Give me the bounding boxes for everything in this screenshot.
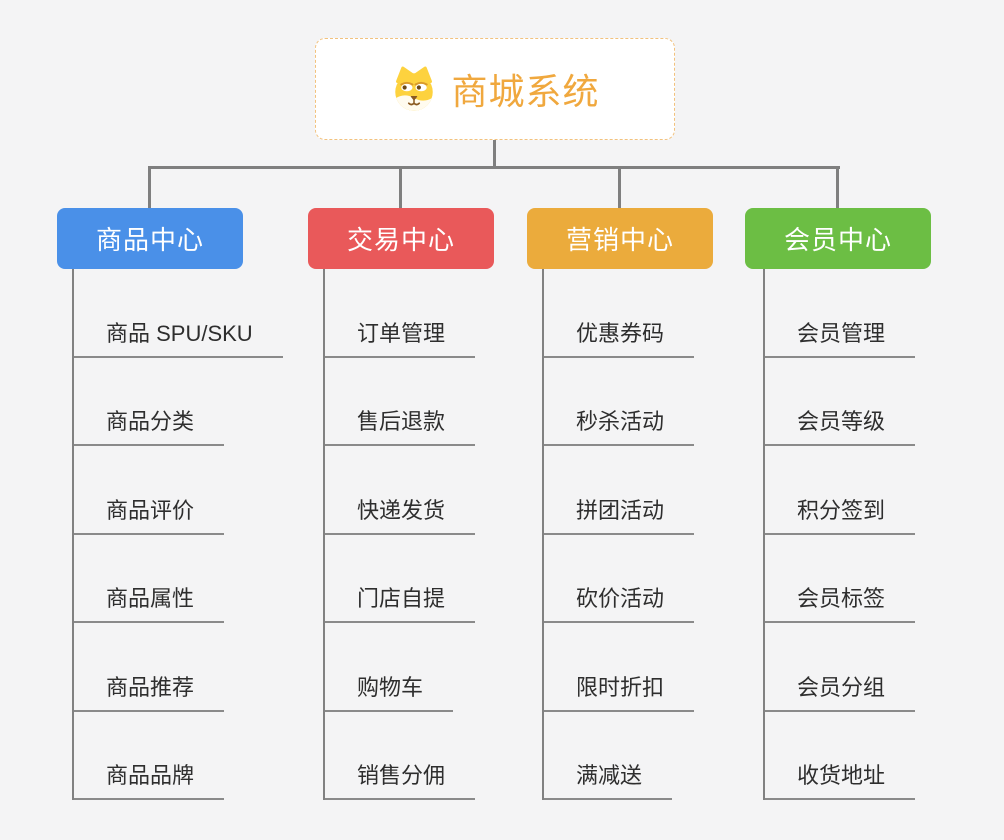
leaf-row: 积分签到 (765, 446, 916, 535)
leaf-item[interactable]: 优惠券码 (544, 316, 695, 358)
leaf-row: 商品 SPU/SKU (74, 269, 283, 358)
leaf-row: 售后退款 (325, 358, 476, 446)
leaf-item[interactable]: 拼团活动 (544, 493, 695, 535)
leaf-row: 商品推荐 (74, 623, 283, 712)
branch-column-trade: 订单管理 售后退款 快递发货 门店自提 购物车 销售分佣 (323, 269, 476, 800)
leaf-row: 快递发货 (325, 446, 476, 535)
leaf-row: 拼团活动 (544, 446, 695, 535)
connector-branch-stub (618, 166, 621, 211)
connector-horizontal (148, 166, 840, 169)
leaf-row: 销售分佣 (325, 712, 476, 800)
leaf-item[interactable]: 商品分类 (74, 404, 225, 446)
leaf-item[interactable]: 满减送 (544, 758, 673, 800)
branch-node-product-center[interactable]: 商品中心 (57, 208, 243, 269)
leaf-row: 购物车 (325, 623, 475, 712)
leaf-row: 收货地址 (765, 712, 916, 800)
leaf-row: 商品品牌 (74, 712, 283, 800)
branch-label: 会员中心 (783, 225, 892, 255)
leaf-item[interactable]: 商品推荐 (74, 670, 225, 712)
leaf-item[interactable]: 商品属性 (74, 581, 225, 623)
branch-node-trade-center[interactable]: 交易中心 (308, 208, 494, 269)
leaf-item[interactable]: 限时折扣 (544, 670, 695, 712)
leaf-row: 秒杀活动 (544, 358, 695, 446)
leaf-row: 商品评价 (74, 446, 283, 535)
leaf-item[interactable]: 积分签到 (765, 493, 916, 535)
leaf-row: 限时折扣 (544, 623, 695, 712)
leaf-row: 会员标签 (765, 535, 916, 623)
connector-branch-stub (148, 166, 151, 211)
branch-label: 交易中心 (346, 225, 455, 255)
branch-label: 营销中心 (565, 225, 674, 255)
leaf-item[interactable]: 会员标签 (765, 581, 916, 623)
leaf-item[interactable]: 门店自提 (325, 581, 476, 623)
leaf-item[interactable]: 会员分组 (765, 670, 916, 712)
branch-column-marketing: 优惠券码 秒杀活动 拼团活动 砍价活动 限时折扣 满减送 (542, 269, 695, 800)
leaf-row: 商品分类 (74, 358, 283, 446)
leaf-row: 会员分组 (765, 623, 916, 712)
leaf-row: 砍价活动 (544, 535, 695, 623)
branch-column-member: 会员管理 会员等级 积分签到 会员标签 会员分组 收货地址 (763, 269, 916, 800)
leaf-row: 优惠券码 (544, 269, 695, 358)
root-title: 商城系统 (451, 71, 600, 112)
connector-branch-stub (836, 166, 839, 211)
leaf-item[interactable]: 会员等级 (765, 404, 916, 446)
leaf-row: 商品属性 (74, 535, 283, 623)
leaf-row: 满减送 (544, 712, 694, 800)
leaf-item[interactable]: 购物车 (325, 670, 454, 712)
leaf-item[interactable]: 商品评价 (74, 493, 225, 535)
root-node[interactable]: 商城系统 (315, 38, 675, 140)
branch-node-member-center[interactable]: 会员中心 (745, 208, 931, 269)
leaf-item[interactable]: 秒杀活动 (544, 404, 695, 446)
dog-face-icon (395, 66, 434, 111)
branch-label: 商品中心 (95, 225, 204, 255)
leaf-row: 门店自提 (325, 535, 476, 623)
leaf-item[interactable]: 收货地址 (765, 758, 916, 800)
connector-root-stub (493, 139, 496, 168)
leaf-row: 会员管理 (765, 269, 916, 358)
leaf-item[interactable]: 销售分佣 (325, 758, 476, 800)
leaf-item[interactable]: 商品 SPU/SKU (74, 316, 283, 358)
leaf-item[interactable]: 售后退款 (325, 404, 476, 446)
leaf-item[interactable]: 商品品牌 (74, 758, 225, 800)
leaf-item[interactable]: 订单管理 (325, 316, 476, 358)
branch-column-product: 商品 SPU/SKU 商品分类 商品评价 商品属性 商品推荐 商品品牌 (72, 269, 283, 800)
leaf-row: 会员等级 (765, 358, 916, 446)
leaf-row: 订单管理 (325, 269, 476, 358)
connector-branch-stub (399, 166, 402, 211)
leaf-item[interactable]: 快递发货 (325, 493, 476, 535)
leaf-item[interactable]: 砍价活动 (544, 581, 695, 623)
branch-node-marketing-center[interactable]: 营销中心 (527, 208, 713, 269)
leaf-item[interactable]: 会员管理 (765, 316, 916, 358)
